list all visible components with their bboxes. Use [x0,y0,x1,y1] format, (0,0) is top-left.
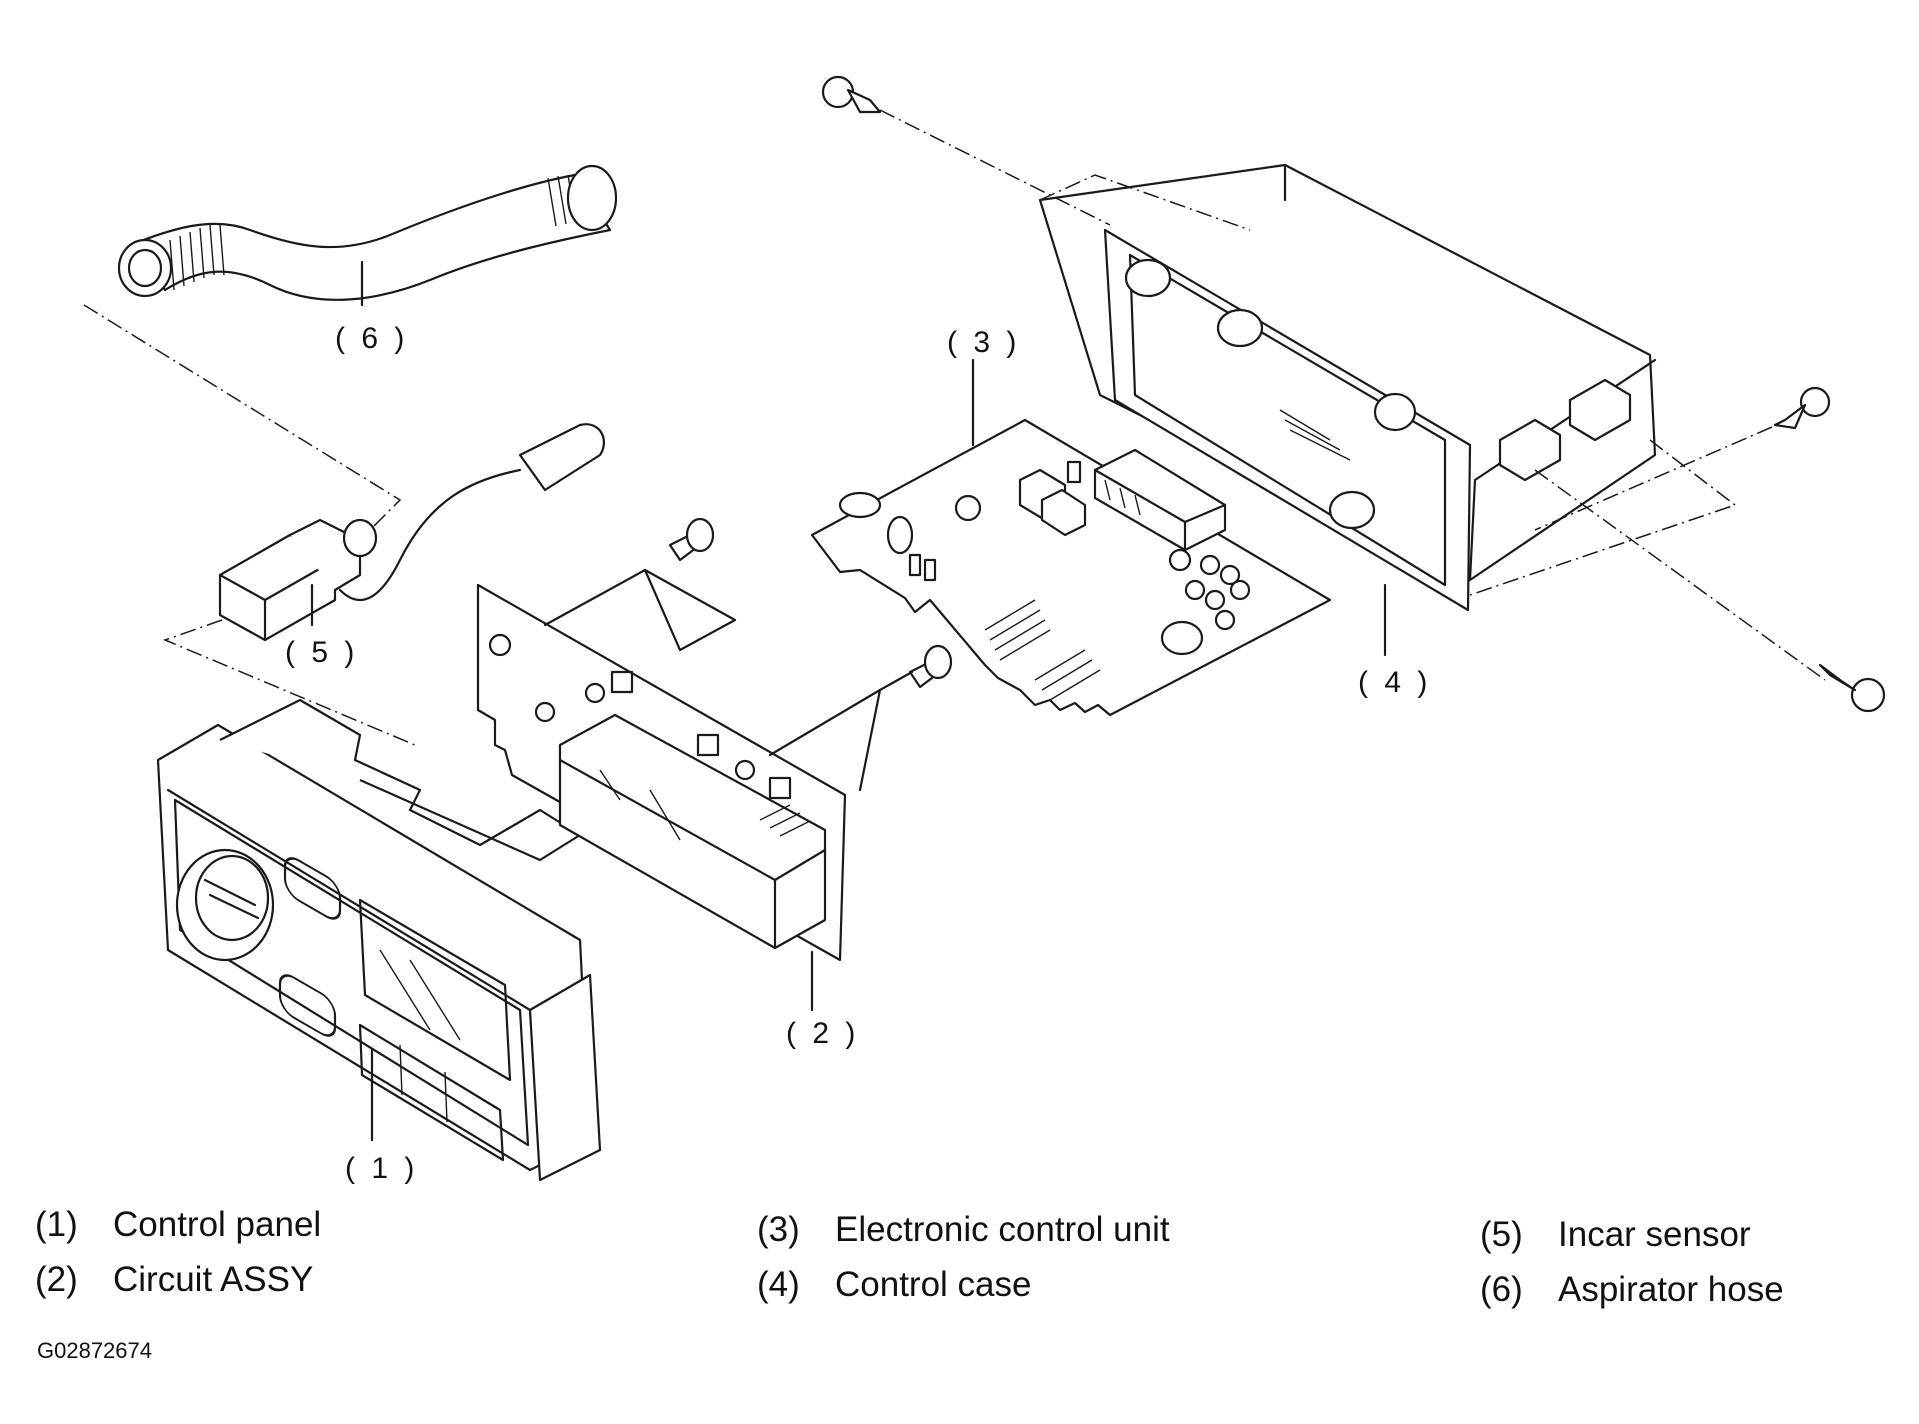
incar-sensor [218,423,606,642]
circuit-assy [476,583,847,1012]
legend-label: Circuit ASSY [113,1260,314,1299]
legend-label: Electronic control unit [835,1210,1170,1249]
legend-item-1: (1) Control panel [35,1205,321,1245]
legend-item-6: (6) Aspirator hose [1480,1270,1784,1310]
callout-2: ( 2 ) [786,1017,859,1050]
case-screws [821,75,1886,713]
legend-number: (5) [1480,1215,1523,1254]
legend-label: Aspirator hose [1558,1270,1784,1309]
legend-item-4: (4) Control case [757,1265,1031,1305]
legend-label: Control panel [113,1205,322,1244]
legend-label: Incar sensor [1558,1215,1751,1254]
callout-4: ( 4 ) [1358,666,1431,699]
legend-label: Control case [835,1265,1032,1304]
circuit-screws [543,517,953,792]
control-case [1038,163,1657,657]
legend-number: (3) [757,1210,800,1249]
callout-5: ( 5 ) [285,636,358,669]
electronic-control-unit [810,358,1332,717]
callout-6: ( 6 ) [335,322,408,355]
legend-item-3: (3) Electronic control unit [757,1210,1170,1250]
legend-number: (4) [757,1265,800,1304]
legend-item-5: (5) Incar sensor [1480,1215,1751,1255]
figure-code: G02872674 [37,1338,152,1363]
legend-item-2: (2) Circuit ASSY [35,1260,313,1300]
legend-number: (2) [35,1260,78,1299]
control-panel [156,698,602,1182]
aspirator-hose [117,164,618,307]
callout-3: ( 3 ) [947,326,1020,359]
legend-number: (1) [35,1205,78,1244]
callout-1: ( 1 ) [345,1152,418,1185]
legend-number: (6) [1480,1270,1523,1309]
